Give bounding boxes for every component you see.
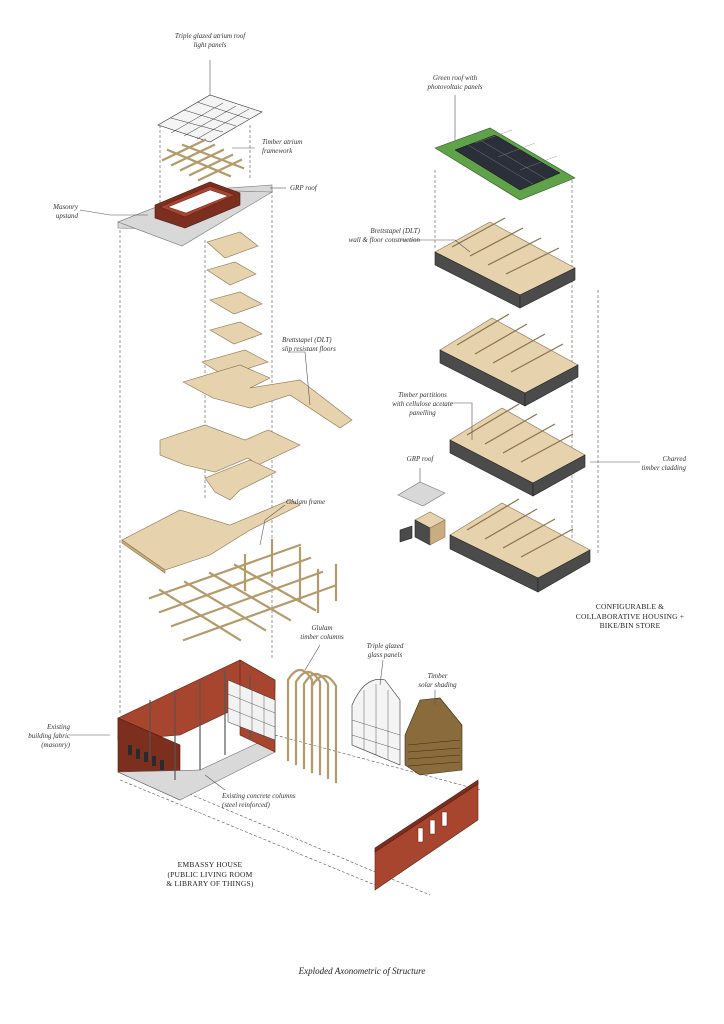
existing-building: [117, 659, 276, 801]
housing-level-3: [449, 403, 586, 497]
housing-level-4: [449, 498, 591, 593]
label-green-roof: Green roof with photovoltaic panels: [427, 74, 483, 91]
label-glulam-frame: Glulam frame: [286, 498, 326, 506]
label-timber-partitions: Timber partitions with cellulose acetate…: [392, 391, 453, 417]
label-charred-cladding: Charred timber cladding: [641, 455, 686, 472]
label-masonry-upstand: Masonry upstand: [53, 203, 78, 220]
green-roof: [434, 127, 576, 201]
grp-roof-left: [117, 181, 274, 247]
glulam-frame: [148, 538, 338, 642]
glulam-columns: [286, 668, 338, 784]
diagram-title: Exploded Axonometric of Structure: [298, 966, 426, 976]
label-existing-columns: Existing concrete columns (steel reinfor…: [222, 792, 296, 809]
label-existing-fabric: Existing building fabric (masonry): [28, 723, 70, 749]
atrium-timber-framework: [161, 138, 245, 182]
atrium-roof-panels: [157, 94, 263, 143]
masonry-wall: [374, 779, 479, 891]
label-atrium-frame: Timber atrium framework: [262, 138, 303, 155]
label-dlt-wall-floor: Brettstapel (DLT) wall & floor construct…: [348, 227, 420, 244]
label-dlt-floors: Brettstapel (DLT) slip resistant floors: [282, 336, 336, 353]
caption-embassy: EMBASSY HOUSE (PUBLIC LIVING ROOM & LIBR…: [166, 860, 254, 888]
housing-level-2: [439, 313, 579, 407]
solar-shading: [404, 697, 463, 776]
housing-floors: [434, 217, 591, 593]
label-atrium-panels: Triple glazed atrium roof light panels: [174, 32, 246, 49]
label-grp-roof-left: GRP roof: [290, 184, 317, 192]
dlt-floors: [121, 231, 353, 574]
glass-panels: [351, 678, 401, 766]
leader-lines: [70, 60, 640, 791]
bike-bin-store: [397, 481, 446, 546]
label-glass-panels: Triple glazed glass panels: [366, 642, 404, 659]
label-grp-roof-right: GRP roof: [406, 455, 434, 463]
caption-housing: CONFIGURABLE & COLLABORATIVE HOUSING + B…: [575, 602, 685, 630]
label-glulam-columns: Glulam timber columns: [300, 624, 344, 641]
housing-level-1: [434, 217, 576, 309]
label-solar-shading: Timber solar shading: [418, 672, 457, 689]
